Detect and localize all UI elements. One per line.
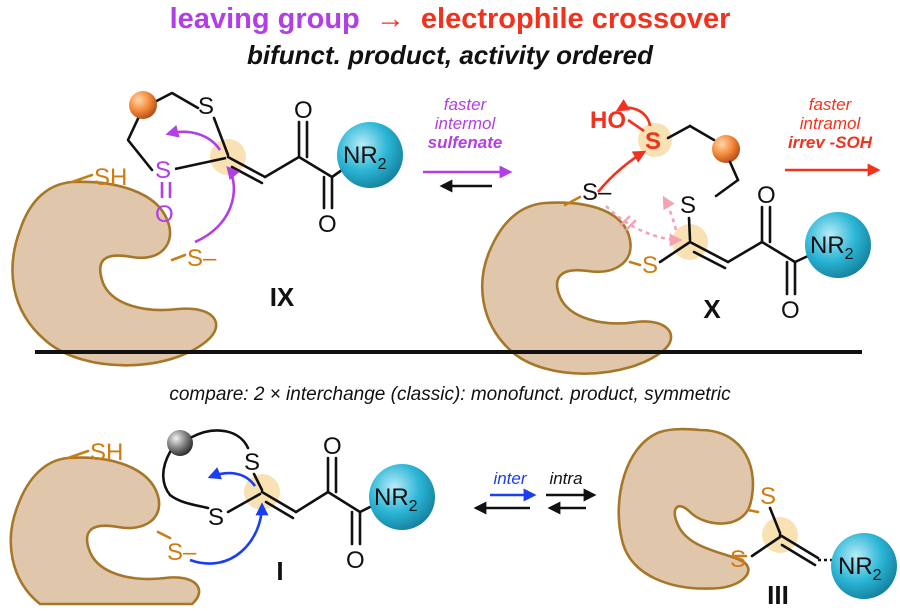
orange-sphere-icon: [129, 91, 157, 119]
arrow-note-faster: faster: [444, 95, 488, 114]
sulfenic-sulfur: S: [645, 128, 661, 155]
nr2-group: NR2: [374, 484, 418, 515]
sulfoxide-oxygen: O: [155, 201, 174, 228]
protein-shape: [617, 427, 755, 590]
title-leaving-group: leaving group: [170, 3, 360, 35]
label-iii: III: [767, 580, 789, 610]
gray-sphere-icon: [167, 430, 193, 456]
amide-oxygen: O: [781, 297, 800, 324]
structure-ix: SH S– S S O O O NR2 IX: [11, 91, 403, 367]
protein-shape: [480, 201, 673, 375]
protein-shape: [11, 180, 218, 367]
thiolate-s: S–: [187, 245, 217, 272]
pink-dashed-arrow: [605, 205, 683, 247]
ring-sulfur-top: S: [244, 449, 260, 476]
arrow-note-faster: faster: [809, 95, 853, 114]
blue-arrow-attack: [189, 502, 269, 565]
equilibrium-arrows-bottom: inter intra: [473, 469, 597, 515]
arrow-note-intra: intra: [549, 469, 582, 488]
ring-sulfur-bottom: S: [208, 504, 224, 531]
arrow-note-intermol: intermol: [435, 114, 497, 133]
thiol-sh: SH: [94, 164, 127, 191]
title-arrow: →: [376, 3, 405, 35]
amide-oxygen: O: [318, 211, 337, 238]
purple-arrow-leave: [165, 124, 222, 151]
label-x: X: [703, 294, 721, 324]
sulfur-highlight: [638, 123, 672, 157]
ketone-oxygen: O: [323, 433, 342, 460]
purple-arrow-attack: [194, 165, 240, 244]
cyan-sphere-icon: [369, 464, 435, 530]
ketone-oxygen: O: [757, 182, 776, 209]
thiol-sh: SH: [90, 439, 123, 466]
protein-bound-sulfur: S: [642, 252, 658, 279]
hydroxyl-ho: HO: [590, 107, 626, 134]
arrow-note-irrev: irrev -SOH: [788, 133, 873, 152]
protein-sulfur-top: S: [760, 483, 776, 510]
blue-arrow-leave: [207, 467, 257, 487]
sulfoxide-sulfur: S: [155, 157, 171, 184]
label-ix: IX: [270, 282, 295, 312]
orange-sphere-icon: [712, 135, 740, 163]
thioether-sulfur: S: [680, 192, 696, 219]
title-line: leaving group → electrophile crossover: [170, 3, 731, 35]
irreversible-arrow: faster intramol irrev -SOH: [785, 95, 881, 177]
nr2-group: NR2: [838, 553, 882, 584]
structure-iii: S S NR2 III: [617, 427, 897, 610]
structure-x: S– HO S S S O O NR2: [480, 99, 871, 375]
arrow-note-intramol: intramol: [800, 114, 862, 133]
protein-sulfur-bottom: S: [730, 546, 746, 573]
red-arrow-leave: [615, 99, 652, 127]
compare-caption: compare: 2 × interchange (classic): mono…: [169, 384, 731, 405]
cyan-sphere-icon: [831, 533, 897, 599]
cyan-sphere-icon: [805, 212, 871, 278]
arrow-note-inter: inter: [493, 469, 527, 488]
structure-i: SH S– S S O O NR2 I: [9, 429, 435, 606]
title-crossover: electrophile crossover: [421, 3, 730, 35]
nr2-group: NR2: [343, 142, 387, 173]
equilibrium-arrow-top: faster intermol sulfenate: [423, 95, 513, 193]
ketone-oxygen: O: [294, 97, 313, 124]
label-i: I: [276, 556, 283, 586]
nr2-group: NR2: [810, 232, 854, 263]
ring-sulfur: S: [198, 93, 214, 120]
cyan-sphere-icon: [337, 122, 403, 188]
protein-shape: [9, 456, 201, 606]
amide-oxygen: O: [346, 547, 365, 574]
red-arrow-attack: [596, 150, 647, 193]
subtitle: bifunct. product, activity ordered: [247, 40, 654, 70]
arrow-note-sulfenate: sulfenate: [428, 133, 503, 152]
pink-dashed-arrow-back: [662, 195, 678, 231]
